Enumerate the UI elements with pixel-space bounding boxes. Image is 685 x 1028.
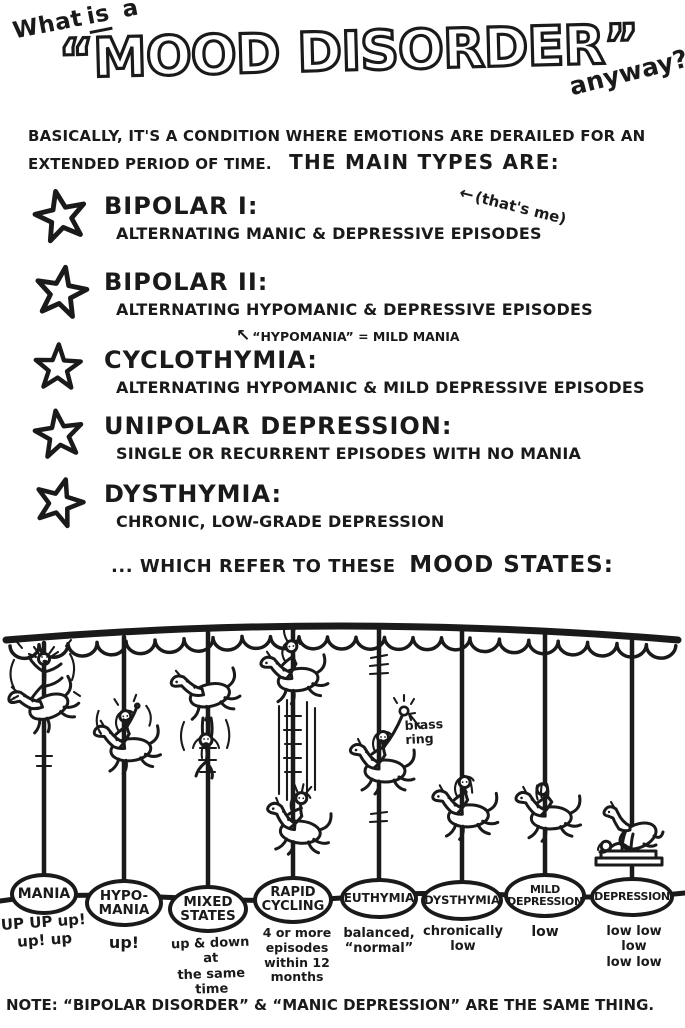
type-description: SINGLE OR RECURRENT EPISODES WITH NO MAN… xyxy=(116,444,582,464)
type-name: BIPOLAR II: xyxy=(104,268,269,296)
thats-me-annotation: ←(that's me) xyxy=(457,183,568,229)
mood-desc-mania: UP UP up! up! up xyxy=(0,910,87,951)
type-item-unipolar-depression: UNIPOLAR DEPRESSION: SINGLE OR RECURRENT… xyxy=(30,408,677,464)
mild-depression-figure xyxy=(514,782,583,844)
mood-label: DYSTHYMIA xyxy=(424,893,500,908)
mood-ellipse-dysthymia: DYSTHYMIA xyxy=(421,880,503,921)
dysthymia-figure xyxy=(430,774,501,843)
euthymia-figure xyxy=(348,693,422,796)
carousel-awning xyxy=(2,622,682,661)
type-description: ALTERNATING MANIC & DEPRESSIVE EPISODES xyxy=(116,224,542,244)
hypomania-subnote: ↖“HYPOMANIA” = MILD MANIA xyxy=(236,326,460,346)
mania-figure xyxy=(3,638,87,743)
brass-ring-icon xyxy=(398,705,410,717)
mood-label: MILD DEPRESSION xyxy=(507,882,583,908)
transition-lead: ... WHICH REFER TO THESE xyxy=(111,556,396,577)
mood-desc-depression: low low low low low xyxy=(606,924,662,970)
mood-desc-mixed-states: up & down at the same time xyxy=(170,934,250,998)
mood-ellipse-euthymia: EUTHYMIA xyxy=(340,878,418,919)
mood-label: MIXED STATES xyxy=(180,893,236,924)
rapid-cycling-bottom-figure xyxy=(262,783,334,860)
mood-label: RAPID CYCLING xyxy=(261,885,325,914)
star-icon xyxy=(35,264,90,319)
mixed-states-figure xyxy=(167,655,246,780)
hypomania-subnote-text: “HYPOMANIA” = MILD MANIA xyxy=(252,329,460,344)
mood-desc-rapid-cycling: 4 or more episodes within 12 months xyxy=(262,925,332,985)
transition-line: ... WHICH REFER TO THESE MOOD STATES: xyxy=(60,552,665,578)
type-item-cyclothymia: CYCLOTHYMIA: ALTERNATING HYPOMANIC & MIL… xyxy=(30,342,677,398)
mood-label: DEPRESSION xyxy=(594,890,670,904)
main-types-lead-in: THE MAIN TYPES ARE: xyxy=(289,149,560,174)
depression-figure xyxy=(594,800,665,867)
type-name: DYSTHYMIA: xyxy=(104,480,283,508)
type-item-bipolar-1: BIPOLAR I: ALTERNATING MANIC & DEPRESSIV… xyxy=(30,183,677,244)
arrow-up-left-icon: ↖ xyxy=(236,326,251,346)
rapid-cycling-top-figure xyxy=(257,624,332,709)
rapid-cycling-motion-streaks xyxy=(277,698,317,802)
mood-ellipse-depression: DEPRESSION xyxy=(590,877,674,917)
transition-emphasis: MOOD STATES: xyxy=(409,552,614,578)
type-name: CYCLOTHYMIA: xyxy=(104,346,318,374)
star-icon xyxy=(36,477,86,529)
hypomania-figure xyxy=(91,693,164,778)
page-title: “MOOD DISORDER” xyxy=(56,11,640,92)
mood-desc-hypomania: up! xyxy=(108,933,140,952)
mood-label: HYPO- MANIA xyxy=(98,887,150,918)
title-prefix-word: a xyxy=(120,0,141,24)
intro-line-1: BASICALLY, IT'S A CONDITION WHERE EMOTIO… xyxy=(28,127,646,145)
brass-ring-arrow xyxy=(407,711,422,730)
star-icon xyxy=(33,342,83,390)
type-name: BIPOLAR I: xyxy=(104,192,259,220)
star-icon xyxy=(32,408,84,459)
mood-label: EUTHYMIA xyxy=(343,891,415,906)
mood-desc-mild-depression: low xyxy=(531,924,559,940)
mood-ellipse-hypomania: HYPO- MANIA xyxy=(85,879,163,927)
mood-ellipse-mixed-states: MIXED STATES xyxy=(168,885,248,933)
type-description: ALTERNATING HYPOMANIC & MILD DEPRESSIVE … xyxy=(116,378,645,398)
type-item-dysthymia: DYSTHYMIA: CHRONIC, LOW-GRADE DEPRESSION xyxy=(30,477,677,532)
mood-label: MANIA xyxy=(17,885,71,902)
mood-ellipse-rapid-cycling: RAPID CYCLING xyxy=(253,876,333,924)
mood-ellipse-mild-depression: MILD DEPRESSION xyxy=(504,873,586,918)
star-icon xyxy=(32,188,87,244)
type-item-bipolar-2: BIPOLAR II: ALTERNATING HYPOMANIC & DEPR… xyxy=(30,264,677,346)
brass-ring-annotation: brass ring xyxy=(404,716,444,747)
type-description: CHRONIC, LOW-GRADE DEPRESSION xyxy=(116,512,445,532)
intro-paragraph: BASICALLY, IT'S A CONDITION WHERE EMOTIO… xyxy=(28,126,676,177)
mood-ellipse-mania: MANIA xyxy=(10,873,78,915)
type-name: UNIPOLAR DEPRESSION: xyxy=(104,412,453,440)
mood-desc-dysthymia: chronically low xyxy=(423,924,503,955)
bottom-note: NOTE: “BIPOLAR DISORDER” & “MANIC DEPRES… xyxy=(6,996,655,1014)
type-description: ALTERNATING HYPOMANIC & DEPRESSIVE EPISO… xyxy=(116,300,593,320)
mood-desc-euthymia: balanced, “normal” xyxy=(343,926,415,957)
intro-line-2: EXTENDED PERIOD OF TIME. xyxy=(28,154,272,173)
